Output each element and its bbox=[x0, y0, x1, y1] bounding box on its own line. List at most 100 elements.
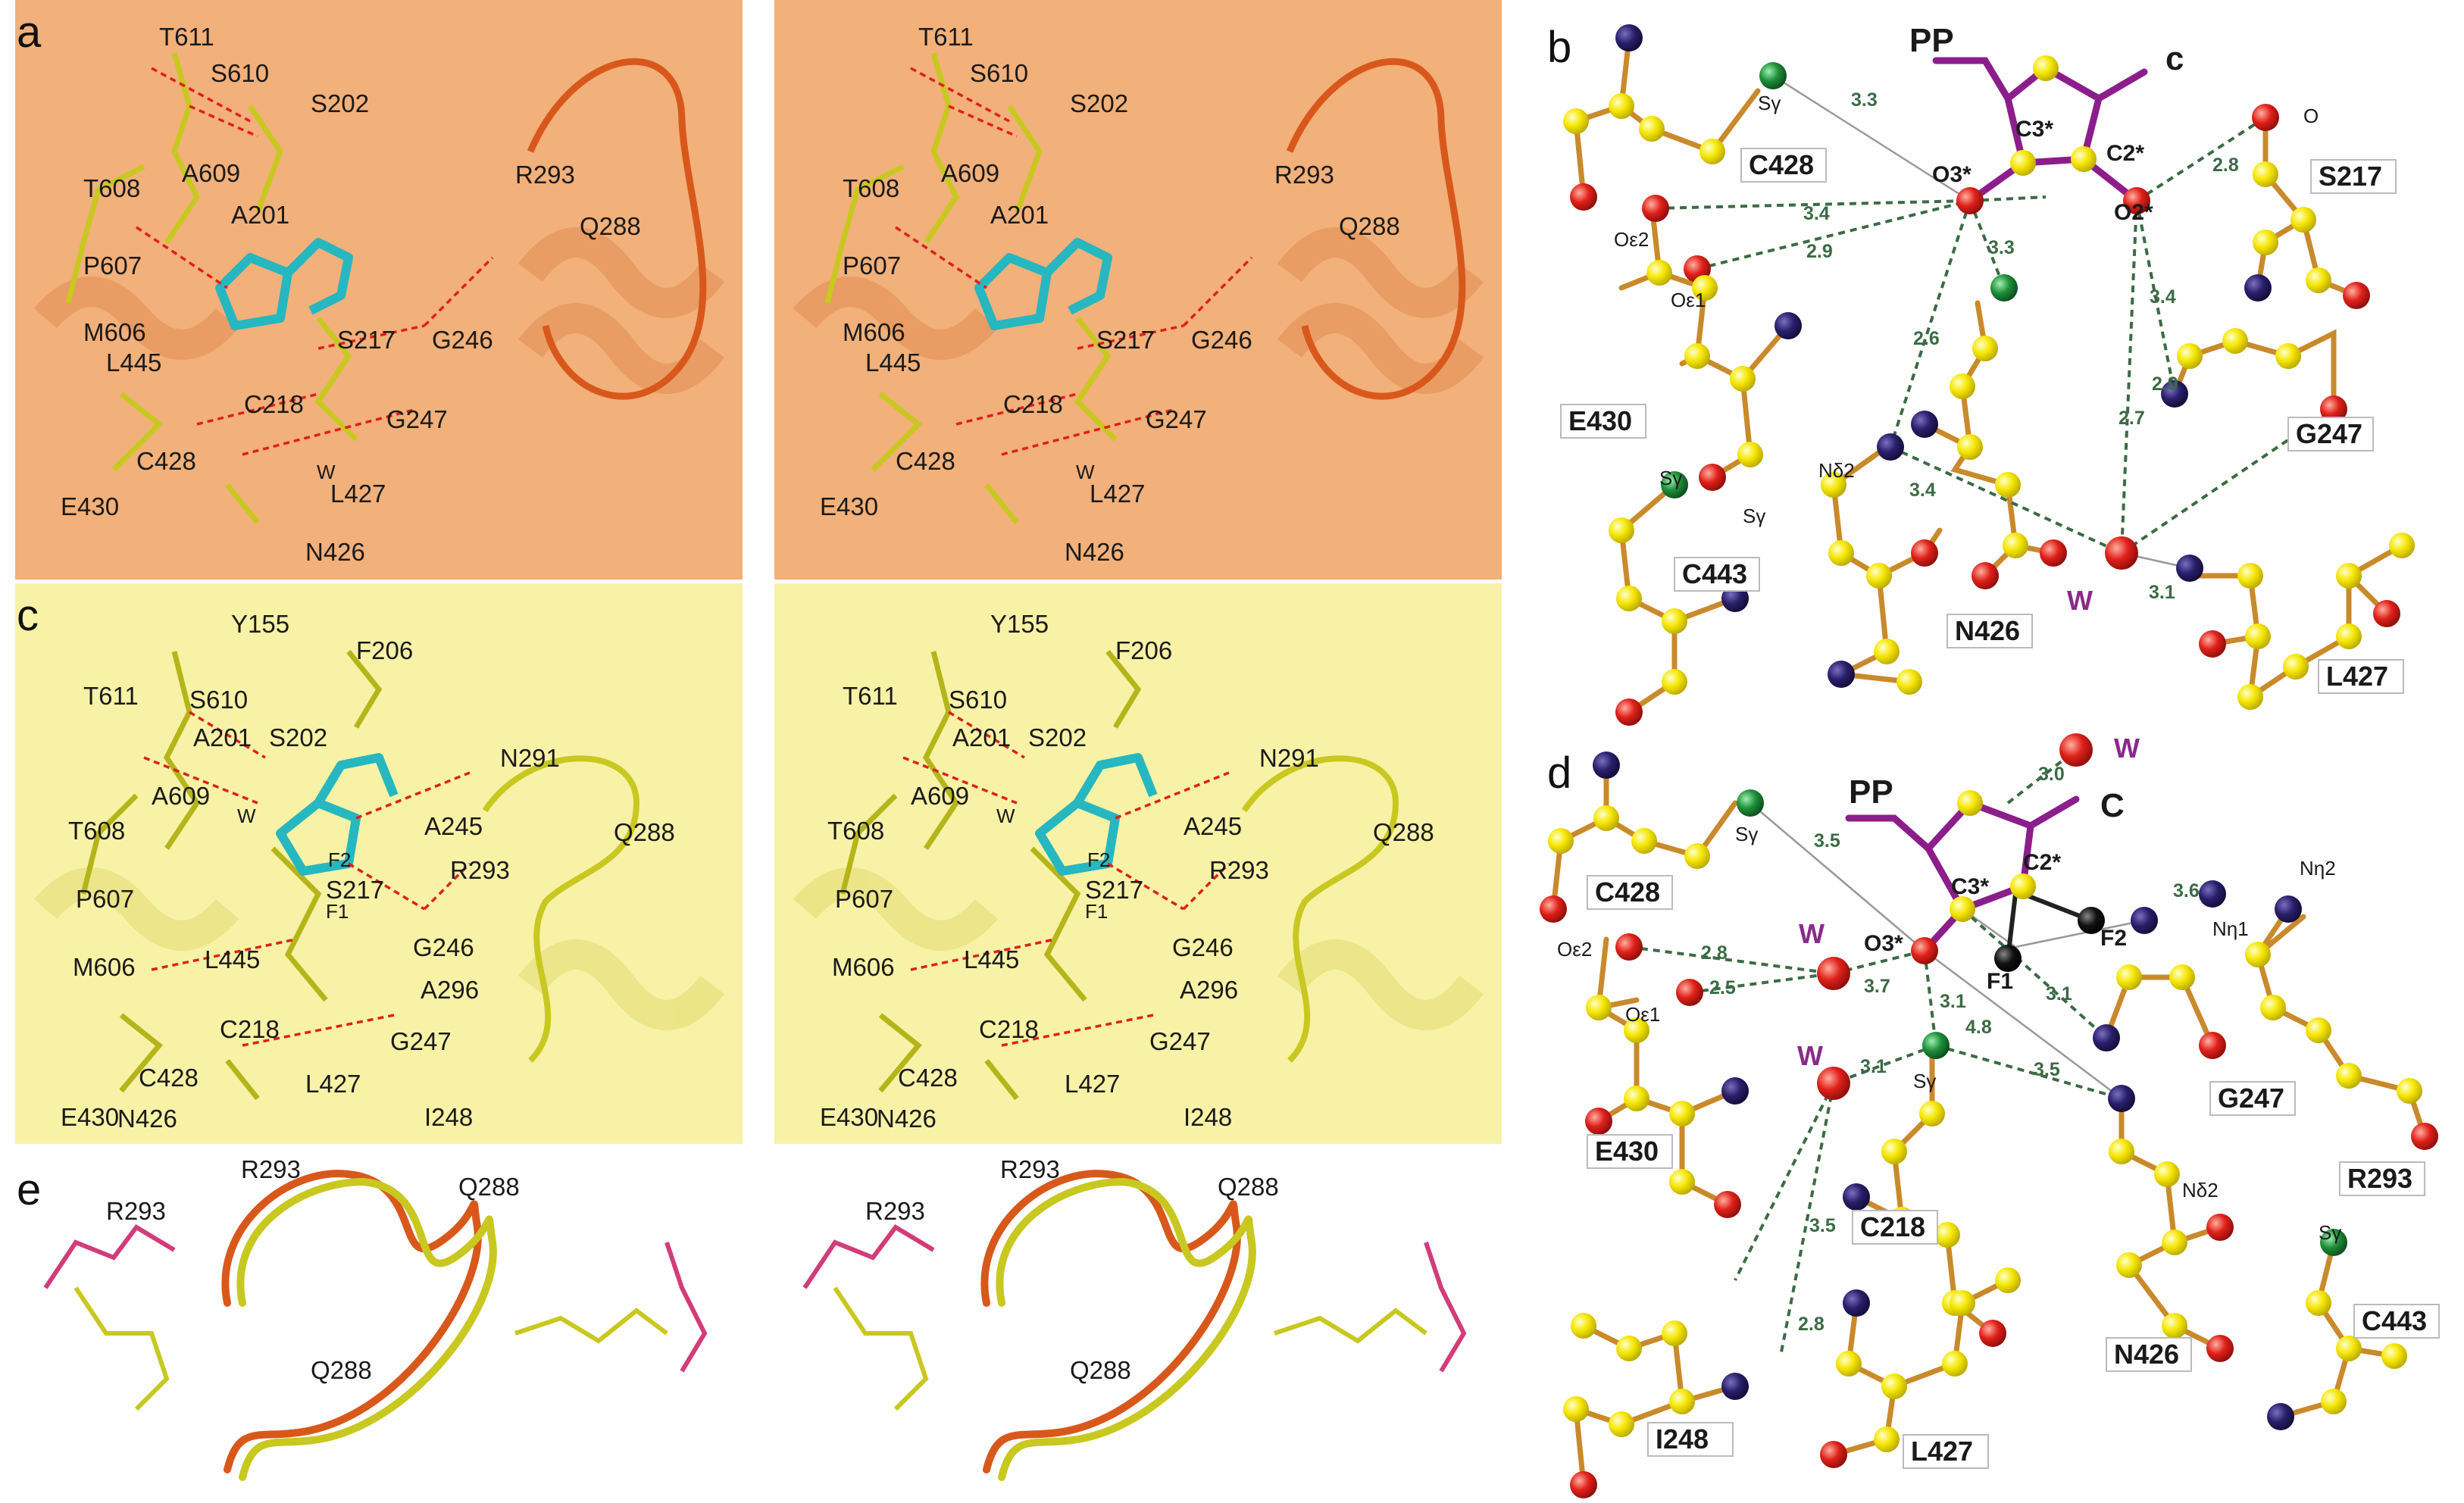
panel-b-atom-61 bbox=[2373, 600, 2400, 627]
panel-d-atom-22 bbox=[1934, 1222, 1960, 1248]
panel-d-atom-label-1: O3* bbox=[1864, 931, 1903, 956]
panel-d: d bbox=[1540, 733, 2440, 1498]
panel-c-right-res-3: S610 bbox=[949, 686, 1007, 714]
panel-d-atom-16 bbox=[1714, 1191, 1741, 1218]
panel-b-atom-46 bbox=[2244, 274, 2272, 302]
panel-d-residue-4-text: L427 bbox=[1911, 1436, 1973, 1467]
panel-d-atom-62 bbox=[2320, 1229, 2347, 1256]
panel-d-residue-1-text: E430 bbox=[1595, 1136, 1659, 1167]
panel-c-left-res-22: N426 bbox=[117, 1105, 177, 1133]
panel-c-left-res-7: A609 bbox=[152, 782, 210, 810]
panel-d-atom-13 bbox=[1669, 1101, 1695, 1126]
panel-b-residue-3: G247 bbox=[2287, 417, 2374, 452]
panel-b-atom-28 bbox=[1874, 639, 1900, 664]
panel-a-right-image bbox=[774, 0, 1502, 580]
panel-d-atom-38 bbox=[1942, 1351, 1968, 1376]
panel-b-atom-50 bbox=[2275, 343, 2301, 369]
panel-d-atom-24 bbox=[1979, 1320, 2006, 1347]
panel-b-distance-4: 2.8 bbox=[2212, 155, 2239, 176]
panel-b-atom-47 bbox=[2161, 380, 2188, 408]
panel-a-left-res-10: C218 bbox=[244, 390, 304, 418]
panel-d-atom-48 bbox=[2206, 1335, 2234, 1362]
panel-c-left-image bbox=[15, 583, 743, 1144]
panel-b-distance-6: 3.4 bbox=[1909, 480, 1936, 501]
panel-d-atom-5 bbox=[1684, 843, 1710, 869]
panel-d-atom-label-0: Sγ bbox=[1735, 823, 1758, 845]
panel-a-left-res-0: T611 bbox=[159, 23, 214, 51]
panel-a-right-res-15: L427 bbox=[1090, 480, 1145, 508]
panel-a-left-res-9: S217 bbox=[337, 326, 396, 354]
panel-d-atom-18 bbox=[1919, 1101, 1945, 1126]
panel-a-right-res-16: N426 bbox=[1065, 538, 1124, 566]
panel-b-atom-26 bbox=[1866, 563, 1892, 589]
panel-d-atom-59 bbox=[2336, 1063, 2362, 1089]
panel-a-label: a bbox=[17, 8, 42, 57]
panel-b-distance-7: 2.7 bbox=[2118, 408, 2145, 429]
panel-b-atom-6 bbox=[1759, 62, 1787, 89]
panel-c-left-res-6: N291 bbox=[500, 744, 560, 772]
panel-d-atom-61 bbox=[2411, 1123, 2438, 1150]
panel-d-residue-6: G247 bbox=[2209, 1081, 2296, 1116]
panel-d-atom-25 bbox=[1571, 1313, 1596, 1339]
panel-d-atom-64 bbox=[2336, 1336, 2362, 1361]
panel-d-distance-6: 3.1 bbox=[1940, 991, 1966, 1012]
panel-b-distance-1: 3.4 bbox=[1803, 203, 1830, 224]
panel-a-right-res-7: M606 bbox=[843, 318, 905, 346]
panel-c-left-res-17: C218 bbox=[220, 1015, 280, 1043]
panel-a-right-res-5: T608 bbox=[843, 174, 899, 202]
panel-b-atom-21 bbox=[1662, 669, 1687, 695]
panel-d-water-label-2: W bbox=[1797, 1040, 1823, 1071]
panel-b-residue-1: S217 bbox=[2310, 159, 2397, 194]
panel-c-right-res-9: A245 bbox=[1184, 812, 1242, 840]
panel-a-right-water: W bbox=[1076, 461, 1095, 483]
panel-d-distance-5: 3.7 bbox=[1864, 976, 1890, 997]
panel-c-left-res-18: G247 bbox=[390, 1027, 452, 1055]
panel-d-atom-75 bbox=[1817, 957, 1850, 990]
panel-d-atom-51 bbox=[2169, 964, 2195, 990]
panel-c-left-res-9: A245 bbox=[424, 812, 483, 840]
panel-a-left-res-13: C428 bbox=[136, 447, 196, 475]
panel-c-left-atom-f1: F1 bbox=[326, 900, 349, 923]
panel-b-atom-5 bbox=[1699, 139, 1725, 164]
panel-e-right-res-0: R293 bbox=[865, 1197, 925, 1225]
panel-a-left-res-2: S202 bbox=[311, 89, 369, 117]
panel-c-right-res-16: A296 bbox=[1180, 976, 1238, 1004]
panel-b-atom-38 bbox=[2040, 539, 2067, 567]
panel-b-atom-44 bbox=[2343, 282, 2370, 309]
panel-a-left-res-14: E430 bbox=[61, 492, 119, 520]
panel-b-atom-11 bbox=[1684, 343, 1710, 369]
panel-d-atom-label-5: F2 bbox=[2100, 926, 2127, 951]
panel-b-distance-5: 2.6 bbox=[1913, 328, 1940, 349]
panel-b-atom-56 bbox=[2237, 684, 2263, 710]
panel-d-atom-label-12: Sγ bbox=[2319, 1221, 2341, 1244]
panel-c-left-res-13: M606 bbox=[73, 953, 136, 981]
panel-d-atom-label-3: C2* bbox=[2023, 850, 2061, 875]
panel-c-right-res-20: E430 bbox=[820, 1103, 878, 1131]
panel-b-distance-3: 3.3 bbox=[1988, 237, 2015, 258]
panel-e-left-res-3: Q288 bbox=[311, 1356, 372, 1384]
panel-a-right-res-18: Q288 bbox=[1339, 212, 1400, 240]
panel-d-atom-label-7: Nη2 bbox=[2300, 857, 2336, 880]
panel-e-right-res-2: Q288 bbox=[1218, 1173, 1279, 1201]
panel-a-right-res-1: S610 bbox=[970, 59, 1028, 87]
panel-b-atom-35 bbox=[1957, 434, 1983, 460]
panel-d-atom-15 bbox=[1669, 1169, 1695, 1195]
panel-c-right-image bbox=[774, 583, 1502, 1144]
panel-c-right-res-2: T611 bbox=[843, 682, 898, 710]
panel-b-residue-4: C443 bbox=[1674, 557, 1760, 592]
panel-d-residue-5-text: N426 bbox=[2114, 1339, 2179, 1370]
panel-d-atom-label-10: Sγ bbox=[1913, 1070, 1936, 1092]
panel-d-distance-2: 3.6 bbox=[2173, 880, 2200, 901]
panel-b-atom-39 bbox=[1972, 562, 1999, 589]
panel-b-atom-58 bbox=[2336, 623, 2362, 649]
panel-b-atom-7 bbox=[1642, 195, 1669, 222]
panel-c-left-res-16: A296 bbox=[421, 976, 479, 1004]
panel-d-label: d bbox=[1547, 748, 1571, 798]
panel-d-atom-41 bbox=[2108, 1085, 2135, 1112]
panel-d-atom-label-8: Oε2 bbox=[1557, 938, 1592, 961]
panel-a-left-res-17: R293 bbox=[515, 161, 575, 189]
